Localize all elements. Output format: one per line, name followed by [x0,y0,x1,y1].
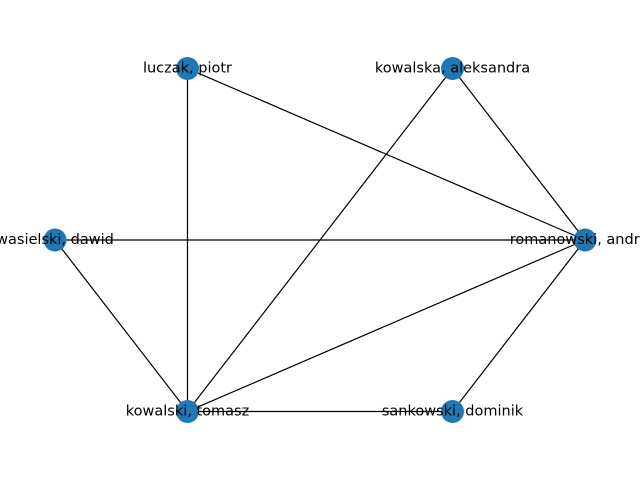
node-romanowski [573,228,597,252]
labels-layer: luczak, piotr kowalska, aleksandra romanow… [0,61,640,420]
nodes-layer [43,57,597,423]
node-sankowski [441,399,464,423]
edge-wasielski-kowalski [54,239,188,412]
node-label-luczak: luczak, piotr [143,61,232,77]
node-label-kowalska: kowalska, aleksandra [375,61,530,77]
node-label-wasielski: wasielski, dawid [0,232,114,248]
node-label-romanowski: romanowski, andrzej [510,232,640,248]
edges-layer [54,67,586,413]
node-luczak [176,57,199,81]
edge-kowalski-romanowski [187,239,586,413]
edge-kowalska-romanowski [452,68,586,241]
node-label-sankowski: sankowski, dominik [382,403,524,419]
node-label-kowalski: kowalski, tomasz [126,403,249,419]
node-kowalska [441,57,464,81]
node-kowalski [176,399,199,423]
node-wasielski [43,228,67,252]
edge-romanowski-sankowski [452,239,586,412]
